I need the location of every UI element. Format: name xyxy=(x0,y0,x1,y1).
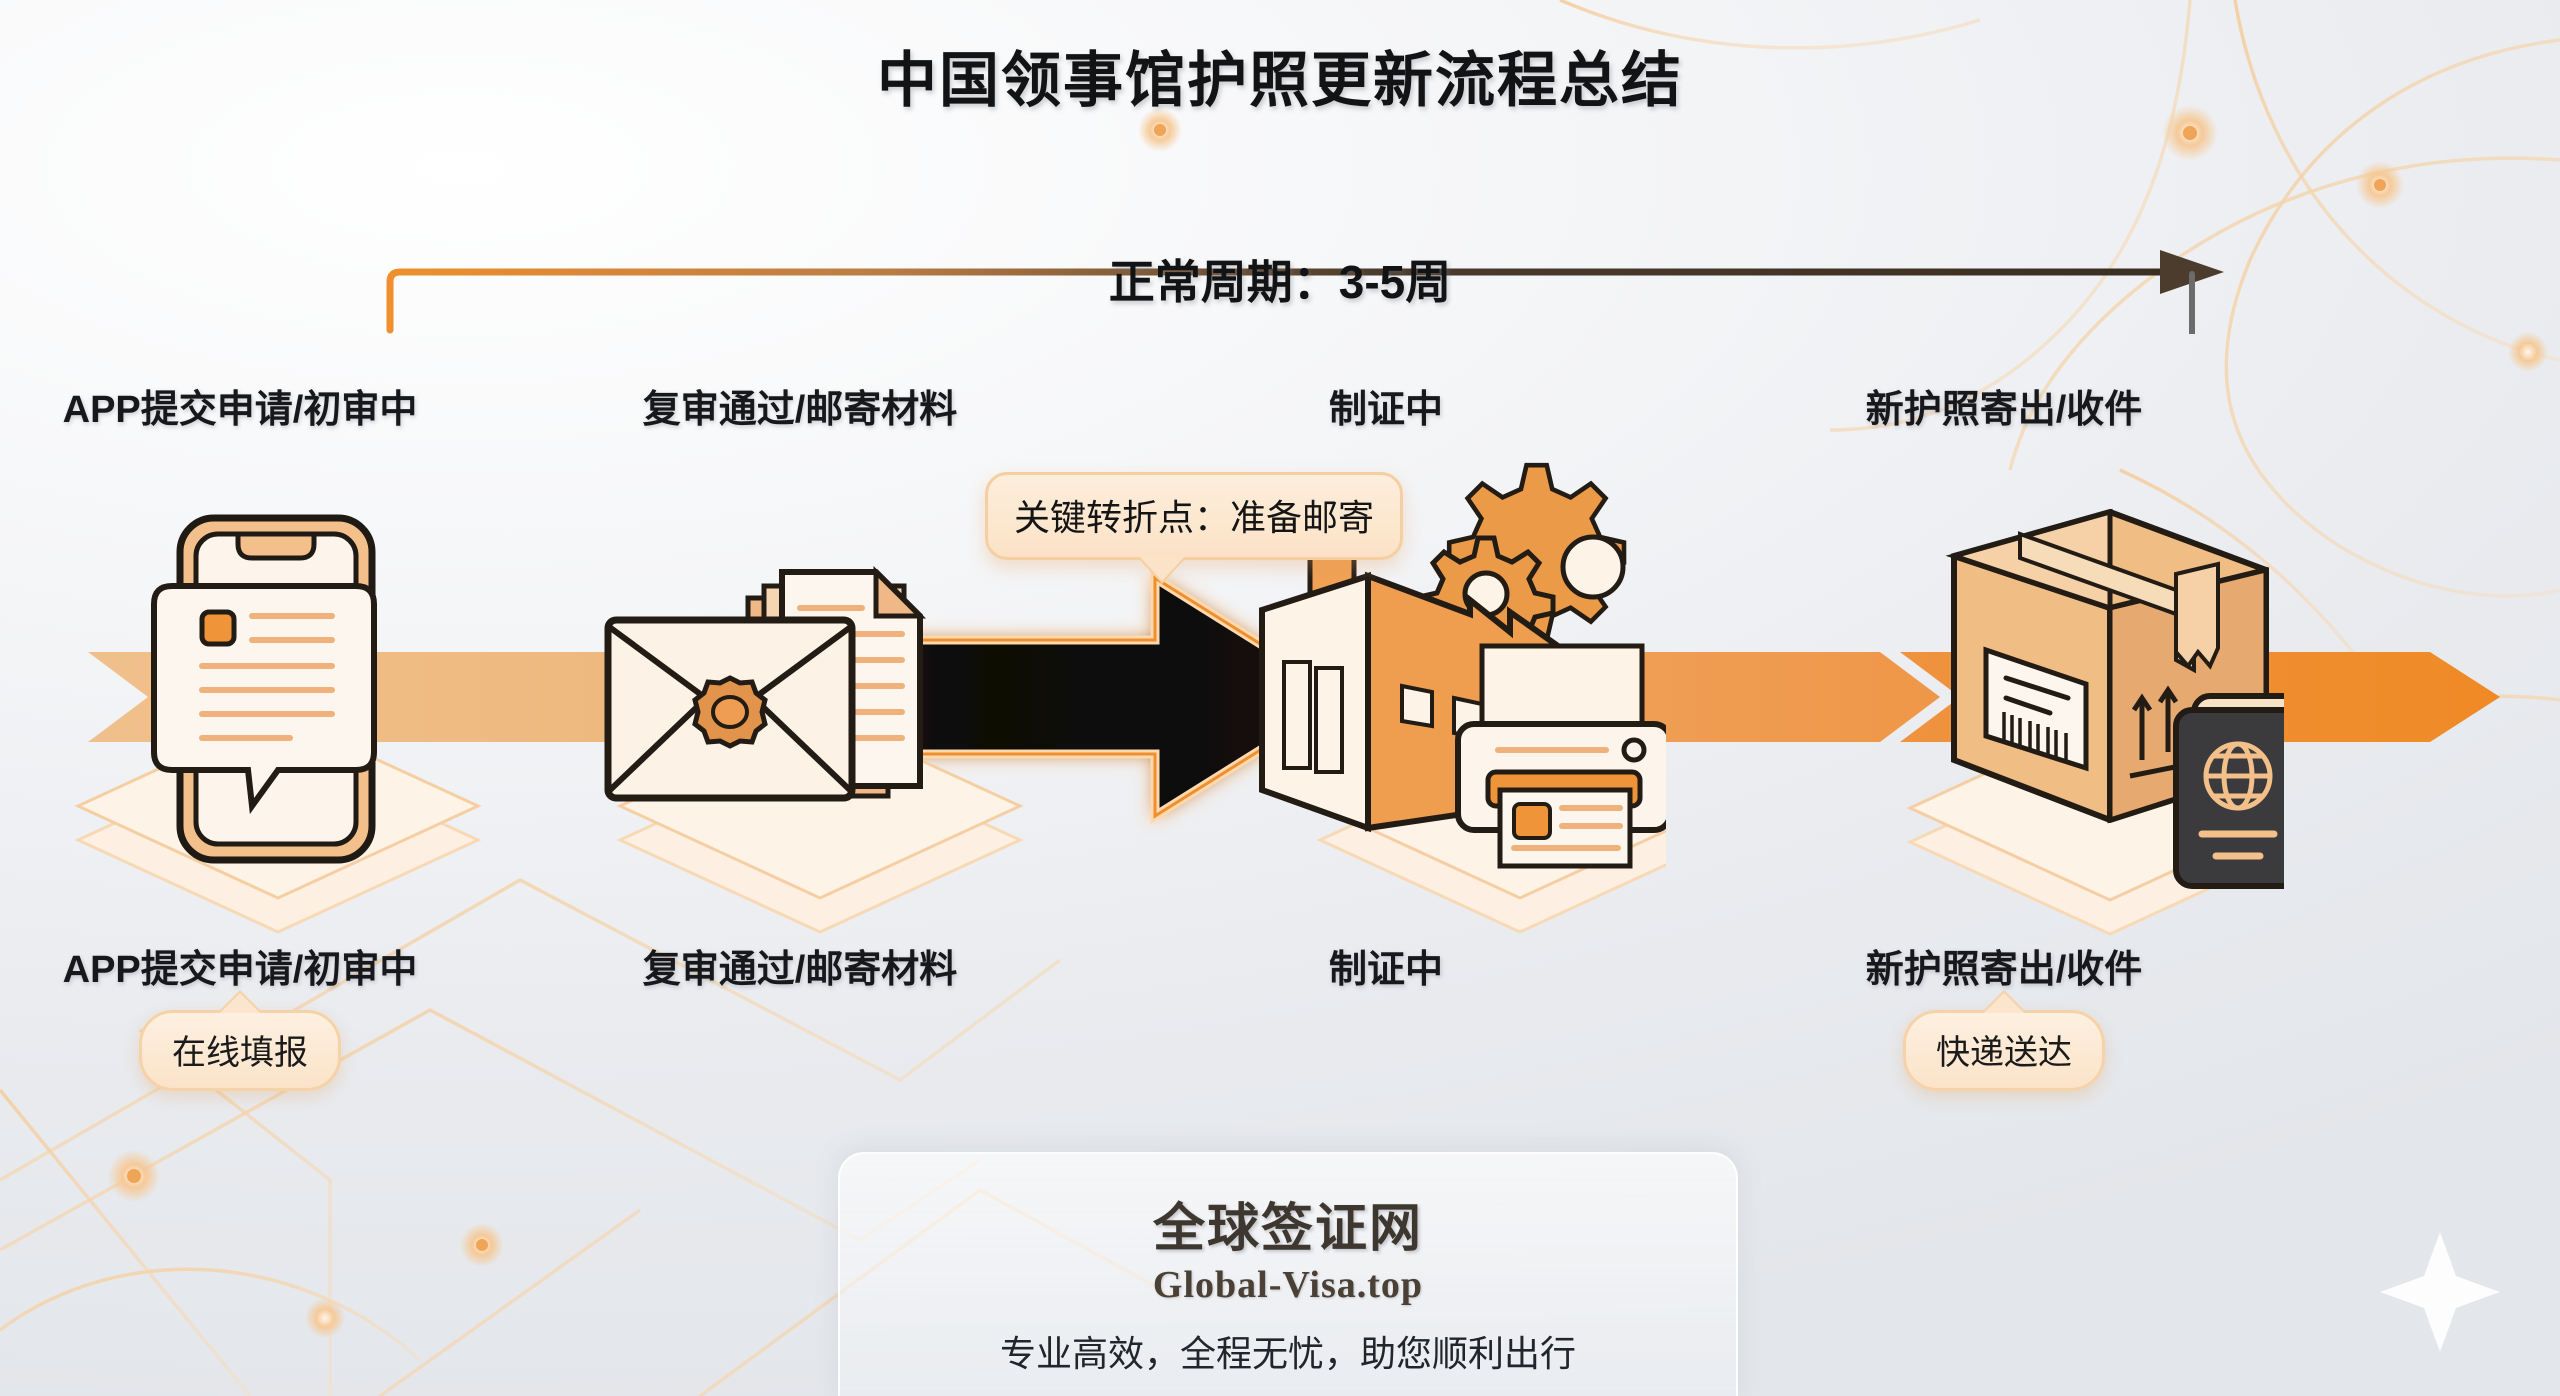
cycle-banner: 正常周期：3-5周 xyxy=(0,250,2560,334)
stage-4-bottom-label: 新护照寄出/收件 xyxy=(1865,949,2143,991)
cycle-duration-label: 正常周期：3-5周 xyxy=(1108,256,1452,308)
stage-1-top-label: APP提交申请/初审中 xyxy=(62,389,418,431)
stage-2-top-label: 复审通过/邮寄材料 xyxy=(642,389,958,431)
stage-3-top-label: 制证中 xyxy=(1328,389,1443,431)
brand-footer-card: 全球签证网 Global-Visa.top 专业高效，全程无忧，助您顺利出行 xyxy=(838,1152,1738,1396)
brand-tagline: 专业高效，全程无忧，助您顺利出行 xyxy=(999,1333,1576,1374)
stage-4-top-label: 新护照寄出/收件 xyxy=(1865,389,2143,431)
cycle-arrow-line xyxy=(386,250,2224,334)
band-segment-4 xyxy=(1900,652,2500,742)
key-turning-point-callout: 关键转折点：准备邮寄 xyxy=(985,472,1404,560)
stage-2-bottom-label: 复审通过/邮寄材料 xyxy=(642,949,958,991)
page-title: 中国领事馆护照更新流程总结 xyxy=(877,47,1683,114)
band-segment-2-highlighted xyxy=(688,569,1354,825)
stage-1-badge: 在线填报 xyxy=(139,1010,341,1091)
stage-1-bottom-label: APP提交申请/初审中 xyxy=(62,949,418,991)
stage-4-badge: 快递送达 xyxy=(1903,1010,2105,1091)
band-segment-1 xyxy=(88,652,680,742)
band-segment-3 xyxy=(1330,652,1940,742)
brand-name-cn: 全球签证网 xyxy=(1152,1200,1423,1258)
stage-3-bottom-label: 制证中 xyxy=(1328,949,1443,991)
brand-name-en: Global-Visa.top xyxy=(1152,1264,1424,1306)
